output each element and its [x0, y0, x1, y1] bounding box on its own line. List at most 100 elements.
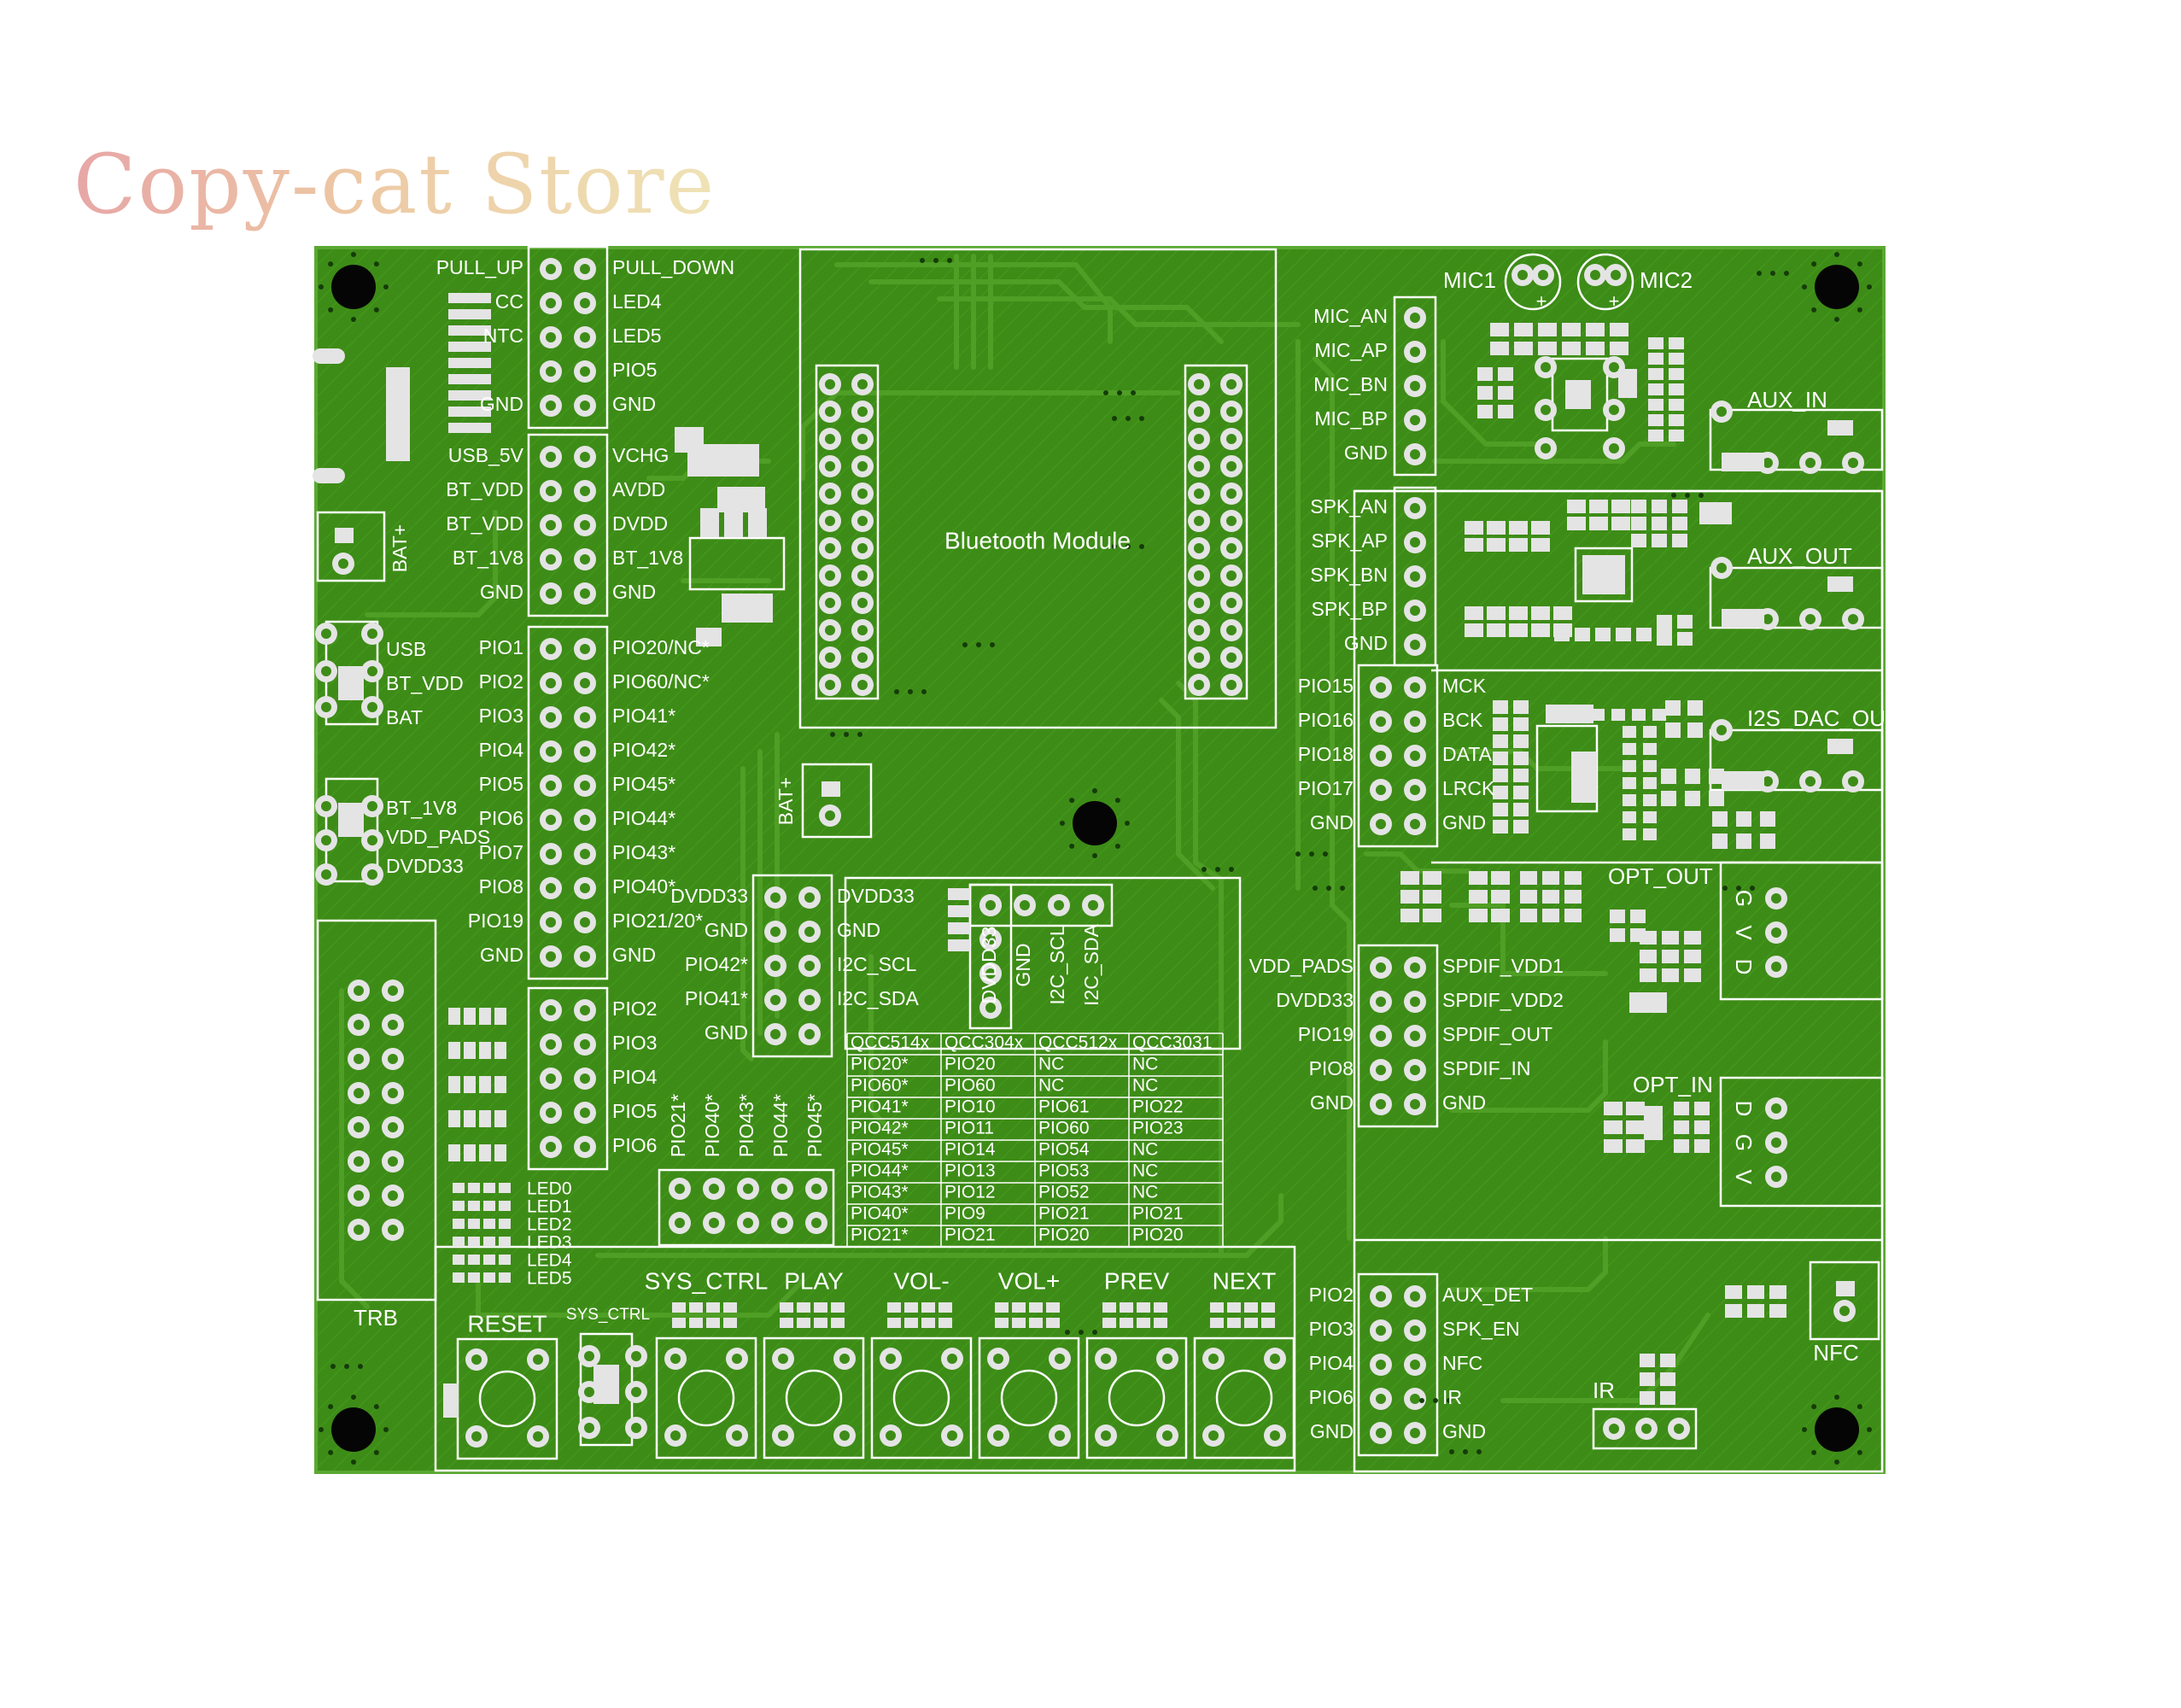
smd-pad [1493, 752, 1508, 765]
smd-pad [1520, 890, 1537, 904]
smd-pad [723, 1318, 737, 1328]
header-pio-label: PIO1 [479, 636, 523, 658]
smd-pad [1648, 337, 1664, 349]
header-pio-label: PIO44* [612, 807, 675, 829]
header-power-label: BT_VDD [446, 478, 523, 500]
aux-in-label: AUX_IN [1747, 387, 1827, 412]
smd-pad [1684, 968, 1701, 982]
smd-pad [1120, 1302, 1133, 1313]
smd-pad [887, 1318, 901, 1328]
header-spdif-label: SPDIF_VDD2 [1442, 989, 1564, 1011]
smd-pad [1760, 834, 1775, 849]
smd-pad [1542, 871, 1559, 885]
smd-pad [474, 342, 491, 352]
bat-center-label: BAT+ [775, 777, 797, 825]
smd-pad [464, 1110, 476, 1127]
smd-pad [1120, 1318, 1133, 1328]
smd-pad [1610, 910, 1625, 923]
trace [1364, 851, 1471, 874]
header-ctrl-label: SPK_EN [1442, 1318, 1520, 1340]
smd-pad [995, 1302, 1009, 1313]
smd-pad [1669, 353, 1684, 365]
header-power-label: USB_5V [448, 444, 524, 466]
mounting-hole [1073, 801, 1117, 845]
smd-pad [1657, 615, 1672, 629]
smd-pad [499, 1201, 511, 1211]
smd-pad [1652, 534, 1667, 547]
smd-pad [1509, 623, 1528, 637]
header-led-label: PIO2 [612, 997, 657, 1020]
silk-label: + [1609, 290, 1620, 312]
smd-pad [1610, 342, 1628, 355]
smd-pad [1648, 383, 1664, 395]
header-i2s-label: PIO15 [1298, 675, 1354, 697]
smd-pad [1632, 709, 1646, 721]
smd-pad [1623, 777, 1636, 789]
smd-pad [1012, 1318, 1026, 1328]
smd-pad [1648, 399, 1664, 411]
smd-pad [1684, 950, 1701, 963]
smd-pad [1669, 337, 1684, 349]
pin-table-header: QCC514x [851, 1033, 930, 1053]
pin-table-cell: NC [1132, 1161, 1158, 1181]
pin-mapping-table [846, 1032, 1224, 1248]
ir-connector [1592, 1407, 1698, 1450]
opt-in-pin-label: D [1731, 1101, 1757, 1117]
smd-pad [1677, 615, 1693, 629]
nfc-label: NFC [1813, 1340, 1858, 1366]
smd-pad [464, 1076, 476, 1093]
pin-table-cell: PIO20 [944, 1055, 996, 1074]
header-pio-label: PIO6 [479, 807, 523, 829]
smd-pad [453, 1237, 465, 1247]
smd-pad [483, 1272, 495, 1283]
smd-pad [1490, 323, 1509, 336]
smd-pad [1469, 890, 1488, 904]
switch2-label: VDD_PADS [386, 826, 490, 848]
smd-pad [1631, 500, 1646, 513]
header-mic-label: GND [1344, 442, 1388, 464]
ir-label: IR [1593, 1378, 1615, 1403]
smd-pad [1725, 1285, 1742, 1299]
button-play-outline [763, 1337, 865, 1459]
smd-pad [1509, 538, 1528, 552]
smd-pad [1567, 517, 1586, 530]
header-power-label: BT_1V8 [612, 547, 683, 569]
smd-pad [1747, 1304, 1764, 1318]
header-spdif-label: GND [1442, 1091, 1486, 1114]
smd-pad [1660, 1391, 1675, 1405]
smd-pad [1538, 323, 1557, 336]
smd-pad [1465, 538, 1483, 552]
pin-table-cell: PIO21 [1038, 1204, 1090, 1224]
smd-pad [1137, 1302, 1150, 1313]
smd-pad [1210, 1302, 1224, 1313]
header-i2s-label: LRCK [1442, 777, 1495, 799]
smd-pad [479, 1110, 491, 1127]
smd-pad [453, 1183, 465, 1193]
header-pio-label: PIO2 [479, 670, 523, 693]
smd-pad [1684, 931, 1701, 945]
smd-pad [1137, 1318, 1150, 1328]
header-mic-label: MIC_BN [1313, 373, 1388, 395]
smd-pad [1564, 909, 1582, 922]
i2s-dac-connector [1709, 728, 1884, 792]
smd-pad [1227, 1318, 1241, 1328]
smd-pad [1562, 342, 1581, 355]
smd-pad [448, 1042, 460, 1059]
smd-pad [1652, 517, 1667, 530]
pio-vertical-label: PIO40* [701, 1094, 723, 1157]
smd-pad [1643, 743, 1657, 755]
smd-pad [1657, 632, 1672, 646]
smd-pad [1509, 606, 1528, 620]
smd-pad [672, 1318, 686, 1328]
header-top [527, 245, 609, 430]
smd-pad [499, 1219, 511, 1229]
header-ctrl-label: PIO3 [1309, 1318, 1354, 1340]
header-ctrl-label: PIO6 [1309, 1386, 1354, 1408]
smd-pad [1722, 453, 1764, 471]
led-label: LED2 [527, 1215, 572, 1235]
smd-pad [948, 905, 970, 917]
pin-table-cell: PIO12 [944, 1183, 996, 1202]
opt-out-pin-label: D [1731, 959, 1757, 975]
smd-pad [1725, 1304, 1742, 1318]
i2c-vertical-label: I2C_SDA [1080, 923, 1102, 1006]
